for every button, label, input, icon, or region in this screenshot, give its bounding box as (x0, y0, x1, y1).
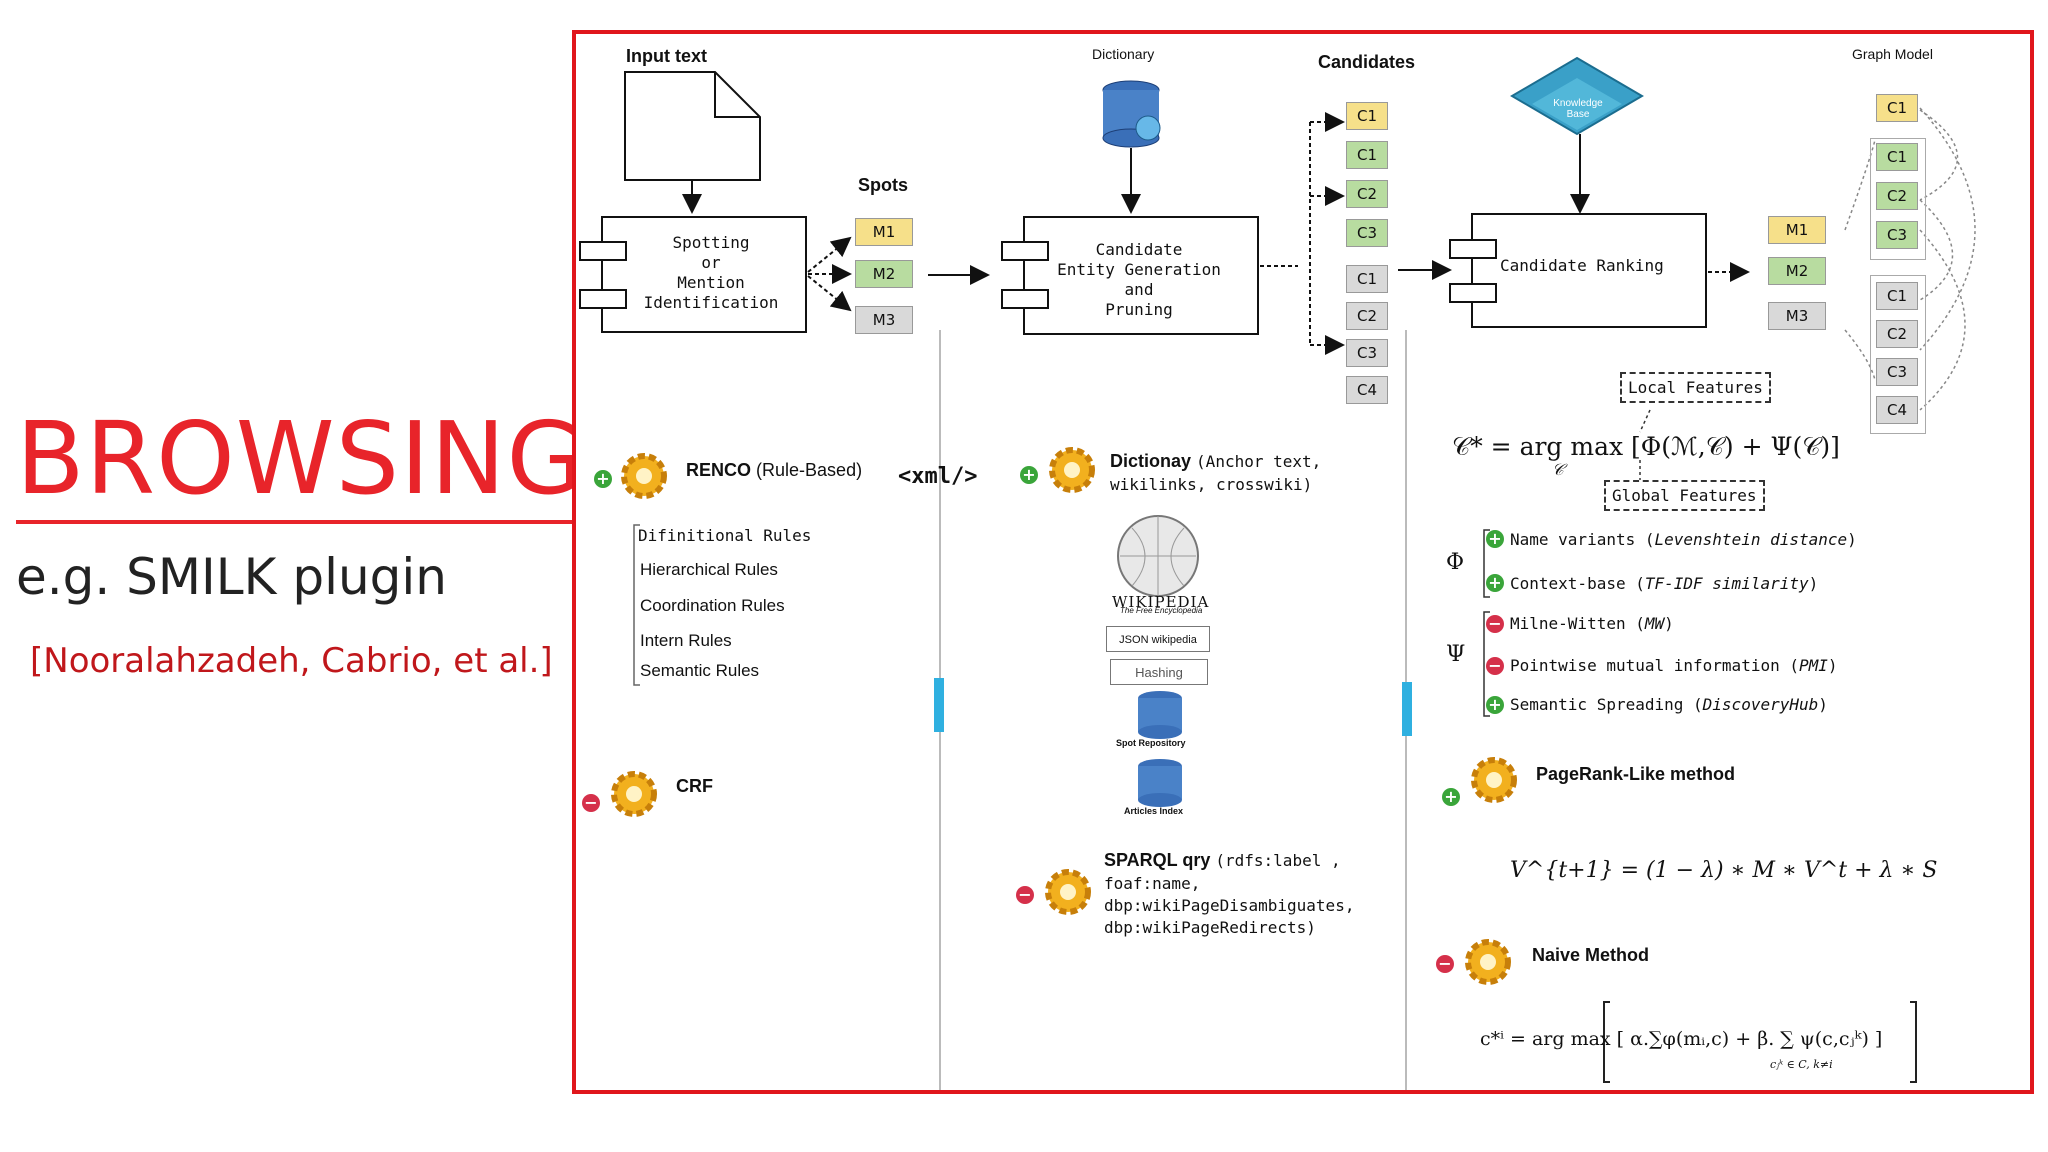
wikipedia-globe-icon (1117, 515, 1199, 597)
candidate-tag: C1 (1346, 102, 1388, 130)
candidate-generation-box (1023, 216, 1259, 335)
hashing-box: Hashing (1110, 659, 1208, 685)
plus-icon: + (1486, 696, 1504, 714)
spot-repository-label: Spot Repository (1116, 738, 1186, 748)
phi-symbol: Φ (1446, 550, 1465, 575)
local-features-box: Local Features (1620, 372, 1771, 403)
minus-icon: − (1486, 615, 1504, 633)
candidate-ranking-box-text: Candidate Ranking (1500, 256, 1664, 275)
rule-item: Coordination Rules (640, 596, 785, 615)
graph-tag: C3 (1876, 221, 1918, 249)
minus-icon: − (1436, 955, 1454, 973)
global-features-box: Global Features (1604, 480, 1765, 511)
json-wikipedia-box: JSON wikipedia (1106, 626, 1210, 652)
ranked-spot-tag: M2 (1768, 257, 1826, 285)
candidate-tag: C1 (1346, 265, 1388, 293)
sparql-properties: foaf:name, dbp:wikiPageDisambiguates, db… (1104, 874, 1355, 937)
psi-feature: Pointwise mutual information (PMI) (1510, 656, 1838, 675)
graph-tag: C1 (1876, 143, 1918, 171)
candidate-generation-box-text: Candidate Entity Generation and Pruning (1057, 240, 1221, 319)
dictionary-label: Dictionary (1092, 46, 1155, 62)
graph-model-label: Graph Model (1852, 46, 1933, 62)
candidate-tag: C1 (1346, 141, 1388, 169)
crf-label: CRF (676, 776, 713, 796)
naive-formula: c*ⁱ = arg max [ α.∑φ(mᵢ,c) + β. ∑ ψ(c,cⱼ… (1480, 1028, 1883, 1050)
spotting-box (601, 216, 807, 333)
plus-icon: + (1486, 530, 1504, 548)
knowledge-base-label: Knowledge Base (1553, 98, 1603, 120)
spot-tag: M1 (855, 218, 913, 246)
graph-tag: C3 (1876, 358, 1918, 386)
sparql-label: SPARQL qry (rdfs:label , (1104, 850, 1341, 870)
gear-icon (1471, 757, 1517, 803)
candidate-tag: C3 (1346, 219, 1388, 247)
pagerank-label: PageRank-Like method (1536, 764, 1736, 784)
naive-formula-subscript: cⱼᵏ ∈ C, k≠i (1770, 1058, 1833, 1071)
graph-group-mid (1870, 138, 1926, 260)
renco-label: RENCO (Rule-Based) (686, 460, 863, 480)
slide-title: BROWSING (16, 400, 585, 517)
plus-icon: + (1486, 574, 1504, 592)
ranking-formula-subscript: 𝒞 (1552, 460, 1564, 479)
graph-group-low (1870, 275, 1926, 434)
spots-label: Spots (858, 175, 909, 195)
candidate-tag: C2 (1346, 302, 1388, 330)
psi-symbol: Ψ (1446, 642, 1466, 667)
spotting-box-text: Spotting or Mention Identification (643, 233, 779, 312)
wikipedia-tagline: The Free Encyclopedia (1120, 606, 1203, 615)
minus-icon: − (582, 794, 600, 812)
rule-item: Difinitional Rules (638, 526, 812, 545)
gear-icon (1045, 869, 1091, 915)
ranking-formula: 𝒞* = arg max [Φ(ℳ,𝒞) + Ψ(𝒞)] (1452, 432, 1840, 461)
input-document-icon (624, 71, 761, 181)
gear-icon (1465, 939, 1511, 985)
gear-icon (611, 771, 657, 817)
psi-feature: Milne-Witten (MW) (1510, 614, 1674, 633)
xml-tag-label: <xml/> (898, 464, 978, 489)
knowledge-base-icon (1510, 56, 1644, 136)
candidate-tag: C2 (1346, 180, 1388, 208)
candidate-ranking-box (1471, 213, 1707, 328)
rule-item: Semantic Rules (640, 661, 760, 680)
spot-repository-icon (1138, 691, 1182, 739)
dictionay-label: Dictionay (Anchor text, (1110, 451, 1322, 471)
rule-item: Hierarchical Rules (640, 560, 778, 579)
gear-icon (1049, 447, 1095, 493)
phi-feature: Context-base (TF-IDF similarity) (1510, 574, 1819, 593)
rule-item: Intern Rules (640, 631, 732, 650)
graph-tag: C1 (1876, 94, 1918, 122)
ranked-spot-tag: M1 (1768, 216, 1826, 244)
wikipedia-wordmark: WIKIPEDIA (1112, 593, 1210, 611)
pagerank-formula: V^{t+1} = (1 − λ) ∗ M ∗ V^t + λ ∗ S (1510, 858, 1938, 883)
gear-icon (621, 453, 667, 499)
input-text-label: Input text (626, 46, 707, 66)
spot-tag: M2 (855, 260, 913, 288)
naive-method-label: Naive Method (1532, 945, 1650, 965)
candidate-tag: C4 (1346, 376, 1388, 404)
plus-icon: + (594, 470, 612, 488)
graph-tag: C1 (1876, 282, 1918, 310)
slide-subtitle: e.g. SMILK plugin (16, 548, 447, 606)
candidate-tag: C3 (1346, 339, 1388, 367)
graph-tag: C2 (1876, 320, 1918, 348)
dictionay-detail: wikilinks, crosswiki) (1110, 475, 1313, 494)
spot-tag: M3 (855, 306, 913, 334)
plus-icon: + (1020, 466, 1038, 484)
title-underline (16, 520, 572, 524)
phi-feature: Name variants (Levenshtein distance) (1510, 530, 1857, 549)
ranked-spot-tag: M3 (1768, 302, 1826, 330)
articles-index-label: Articles Index (1124, 806, 1184, 816)
diagram-frame (572, 30, 2034, 1094)
plus-icon: + (1442, 788, 1460, 806)
psi-feature: Semantic Spreading (DiscoveryHub) (1510, 695, 1828, 714)
graph-tag: C2 (1876, 182, 1918, 210)
minus-icon: − (1486, 657, 1504, 675)
graph-tag: C4 (1876, 396, 1918, 424)
candidates-label: Candidates (1318, 52, 1416, 72)
slide-citation: [Nooralahzadeh, Cabrio, et al.] (30, 641, 553, 681)
articles-index-icon (1138, 759, 1182, 807)
minus-icon: − (1016, 886, 1034, 904)
dictionary-database-icon (1102, 80, 1161, 148)
